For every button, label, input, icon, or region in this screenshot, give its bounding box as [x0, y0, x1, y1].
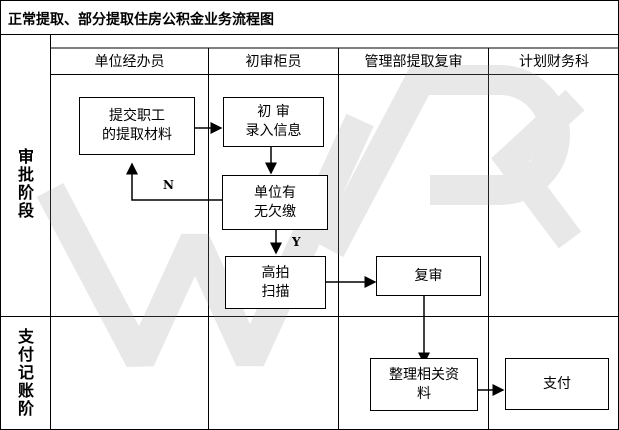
node-text-line: 初 审: [257, 104, 290, 120]
arrow-check-no: [126, 162, 222, 201]
phase-char: 记: [17, 363, 34, 382]
column-header-finance: 计划财务科: [519, 54, 589, 70]
page-title: 正常提取、部分提取住房公积金业务流程图: [8, 12, 274, 28]
node-text-line: 提交职工: [109, 108, 165, 124]
node-pay: 支付: [505, 358, 609, 410]
node-text-line: 高拍: [261, 264, 290, 281]
node-text-line: 无欠缴: [254, 203, 296, 220]
phase-char: 阶: [17, 399, 34, 418]
node-organize-materials: 整理相关资料: [370, 358, 478, 411]
node-arrears-check: 单位有无欠缴: [222, 175, 328, 230]
node-submit-materials: 提交职工的提取材料: [79, 97, 195, 155]
column-header-review: 管理部提取复审: [364, 54, 463, 70]
phase-char: 阶: [17, 183, 34, 202]
phase-char: 付: [17, 345, 34, 364]
node-scan: 高拍扫描: [225, 256, 326, 309]
node-text-line: 整理相关资: [389, 366, 459, 383]
phase-char: 账: [17, 381, 34, 400]
edge-label-yes: Y: [292, 235, 301, 249]
node-text-line: 扫描: [261, 283, 290, 300]
phase-label-approval: 审批阶段: [16, 148, 36, 220]
node-text-line: 复审: [414, 267, 443, 284]
node-initial-review: 初 审录入信息: [223, 97, 324, 147]
phase-label-payment: 支付记账阶: [16, 328, 36, 418]
node-text-line: 支付: [543, 375, 571, 392]
node-text-line: 单位有: [254, 184, 296, 201]
node-text-line: 的提取材料: [102, 127, 172, 143]
edge-label-no: N: [163, 178, 174, 192]
node-text-line: 料: [417, 385, 431, 402]
phase-char: 审: [17, 147, 34, 166]
node-recheck: 复审: [376, 256, 481, 296]
column-header-initial-teller: 初审柜员: [245, 54, 302, 70]
phase-char: 段: [17, 201, 34, 220]
phase-char: 支: [17, 327, 34, 346]
column-header-unit-clerk: 单位经办员: [94, 54, 165, 70]
node-text-line: 录入信息: [245, 123, 302, 139]
phase-char: 批: [17, 165, 34, 184]
